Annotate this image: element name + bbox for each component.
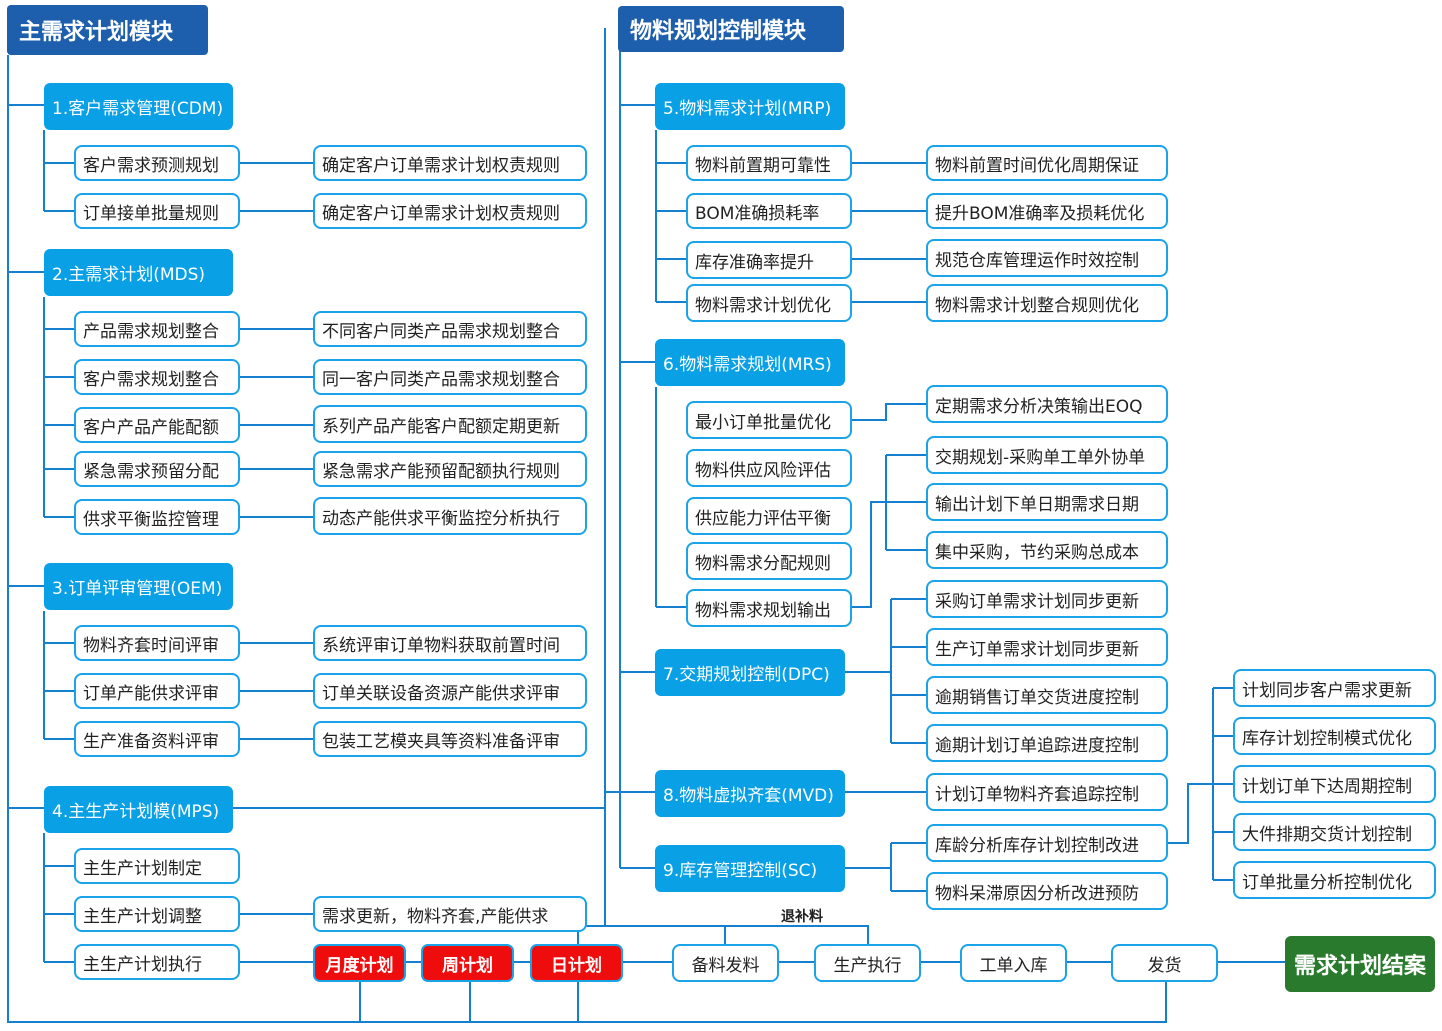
production-execution-box[interactable]: 生产执行 <box>814 944 921 982</box>
mrs-item[interactable]: 供应能力评估平衡 <box>686 497 852 535</box>
mps-detail[interactable]: 需求更新，物料齐套,产能供求 <box>313 896 587 932</box>
mrs-item[interactable]: 物料供应风险评估 <box>686 449 852 487</box>
mrs-detail[interactable]: 输出计划下单日期需求日期 <box>926 483 1168 521</box>
mrs-item[interactable]: 最小订单批量优化 <box>686 401 852 439</box>
monthly-plan-box[interactable]: 月度计划 <box>313 944 406 982</box>
sc-sub-detail[interactable]: 库存计划控制模式优化 <box>1233 717 1436 755</box>
dpc-detail[interactable]: 逾期计划订单追踪进度控制 <box>926 724 1168 762</box>
mps-item[interactable]: 主生产计划执行 <box>74 944 240 980</box>
mvd-detail[interactable]: 计划订单物料齐套追踪控制 <box>926 773 1168 811</box>
oem-detail[interactable]: 系统评审订单物料获取前置时间 <box>313 625 587 661</box>
daily-plan-box[interactable]: 日计划 <box>530 944 623 982</box>
cdm-item[interactable]: 客户需求预测规划 <box>74 145 240 181</box>
mrs-detail[interactable]: 定期需求分析决策输出EOQ <box>926 385 1168 423</box>
mds-detail[interactable]: 系列产品产能客户配额定期更新 <box>313 405 587 443</box>
section-mrp[interactable]: 5.物料需求计划(MRP) <box>655 83 845 130</box>
section-mvd[interactable]: 8.物料虚拟齐套(MVD) <box>655 770 845 817</box>
cdm-detail[interactable]: 确定客户订单需求计划权责规则 <box>313 193 587 229</box>
mps-item[interactable]: 主生产计划制定 <box>74 848 240 884</box>
material-issue-box[interactable]: 备料发料 <box>672 944 779 982</box>
section-mps[interactable]: 4.主生产计划模(MPS) <box>44 786 233 833</box>
mrp-detail[interactable]: 物料前置时间优化周期保证 <box>926 145 1168 181</box>
mrp-item[interactable]: BOM准确损耗率 <box>686 193 852 229</box>
sc-sub-detail[interactable]: 计划订单下达周期控制 <box>1233 765 1436 803</box>
mrs-detail[interactable]: 交期规划-采购单工单外协单 <box>926 436 1168 474</box>
cdm-item[interactable]: 订单接单批量规则 <box>74 193 240 229</box>
mds-item[interactable]: 客户需求规划整合 <box>74 359 240 395</box>
demand-plan-closure-box[interactable]: 需求计划结案 <box>1285 936 1435 992</box>
work-order-storage-box[interactable]: 工单入库 <box>960 944 1067 982</box>
mds-item[interactable]: 紧急需求预留分配 <box>74 451 240 487</box>
mrp-item[interactable]: 物料需求计划优化 <box>686 284 852 322</box>
weekly-plan-box[interactable]: 周计划 <box>421 944 514 982</box>
sc-detail[interactable]: 库龄分析库存计划控制改进 <box>926 824 1168 862</box>
mrp-detail[interactable]: 规范仓库管理运作时效控制 <box>926 239 1168 277</box>
section-oem[interactable]: 3.订单评审管理(OEM) <box>44 563 233 610</box>
mrs-detail[interactable]: 集中采购，节约采购总成本 <box>926 531 1168 569</box>
mds-detail[interactable]: 动态产能供求平衡监控分析执行 <box>313 497 587 535</box>
oem-item[interactable]: 生产准备资料评审 <box>74 721 240 757</box>
cdm-detail[interactable]: 确定客户订单需求计划权责规则 <box>313 145 587 181</box>
dpc-detail[interactable]: 生产订单需求计划同步更新 <box>926 628 1168 666</box>
sc-sub-detail[interactable]: 订单批量分析控制优化 <box>1233 861 1436 899</box>
mds-detail[interactable]: 不同客户同类产品需求规划整合 <box>313 311 587 347</box>
mds-item[interactable]: 供求平衡监控管理 <box>74 499 240 535</box>
mrp-detail[interactable]: 提升BOM准确率及损耗优化 <box>926 193 1168 229</box>
dpc-detail[interactable]: 采购订单需求计划同步更新 <box>926 580 1168 618</box>
shipment-box[interactable]: 发货 <box>1111 944 1218 982</box>
mrp-item[interactable]: 库存准确率提升 <box>686 241 852 279</box>
main-demand-module-header: 主需求计划模块 <box>7 5 208 55</box>
section-dpc[interactable]: 7.交期规划控制(DPC) <box>655 649 845 696</box>
section-mrs[interactable]: 6.物料需求规划(MRS) <box>655 339 845 386</box>
dpc-detail[interactable]: 逾期销售订单交货进度控制 <box>926 676 1168 714</box>
section-mds[interactable]: 2.主需求计划(MDS) <box>44 249 233 296</box>
oem-detail[interactable]: 订单关联设备资源产能供求评审 <box>313 673 587 709</box>
section-cdm[interactable]: 1.客户需求管理(CDM) <box>44 83 233 130</box>
mds-detail[interactable]: 紧急需求产能预留配额执行规则 <box>313 451 587 487</box>
mrp-detail[interactable]: 物料需求计划整合规则优化 <box>926 284 1168 322</box>
material-planning-module-header: 物料规划控制模块 <box>618 6 844 52</box>
oem-item[interactable]: 订单产能供求评审 <box>74 673 240 709</box>
oem-item[interactable]: 物料齐套时间评审 <box>74 625 240 661</box>
mds-detail[interactable]: 同一客户同类产品需求规划整合 <box>313 359 587 395</box>
mrs-item[interactable]: 物料需求规划输出 <box>686 589 852 627</box>
mrp-item[interactable]: 物料前置期可靠性 <box>686 145 852 181</box>
mds-item[interactable]: 客户产品产能配额 <box>74 407 240 443</box>
oem-detail[interactable]: 包装工艺模夹具等资料准备评审 <box>313 721 587 757</box>
sc-sub-detail[interactable]: 计划同步客户需求更新 <box>1233 669 1436 707</box>
mrs-item[interactable]: 物料需求分配规则 <box>686 542 852 580</box>
sc-sub-detail[interactable]: 大件排期交货计划控制 <box>1233 813 1436 851</box>
mds-item[interactable]: 产品需求规划整合 <box>74 311 240 347</box>
mps-item[interactable]: 主生产计划调整 <box>74 896 240 932</box>
return-material-label: 退补料 <box>781 909 823 925</box>
section-sc[interactable]: 9.库存管理控制(SC) <box>655 845 845 892</box>
sc-detail[interactable]: 物料呆滞原因分析改进预防 <box>926 872 1168 910</box>
